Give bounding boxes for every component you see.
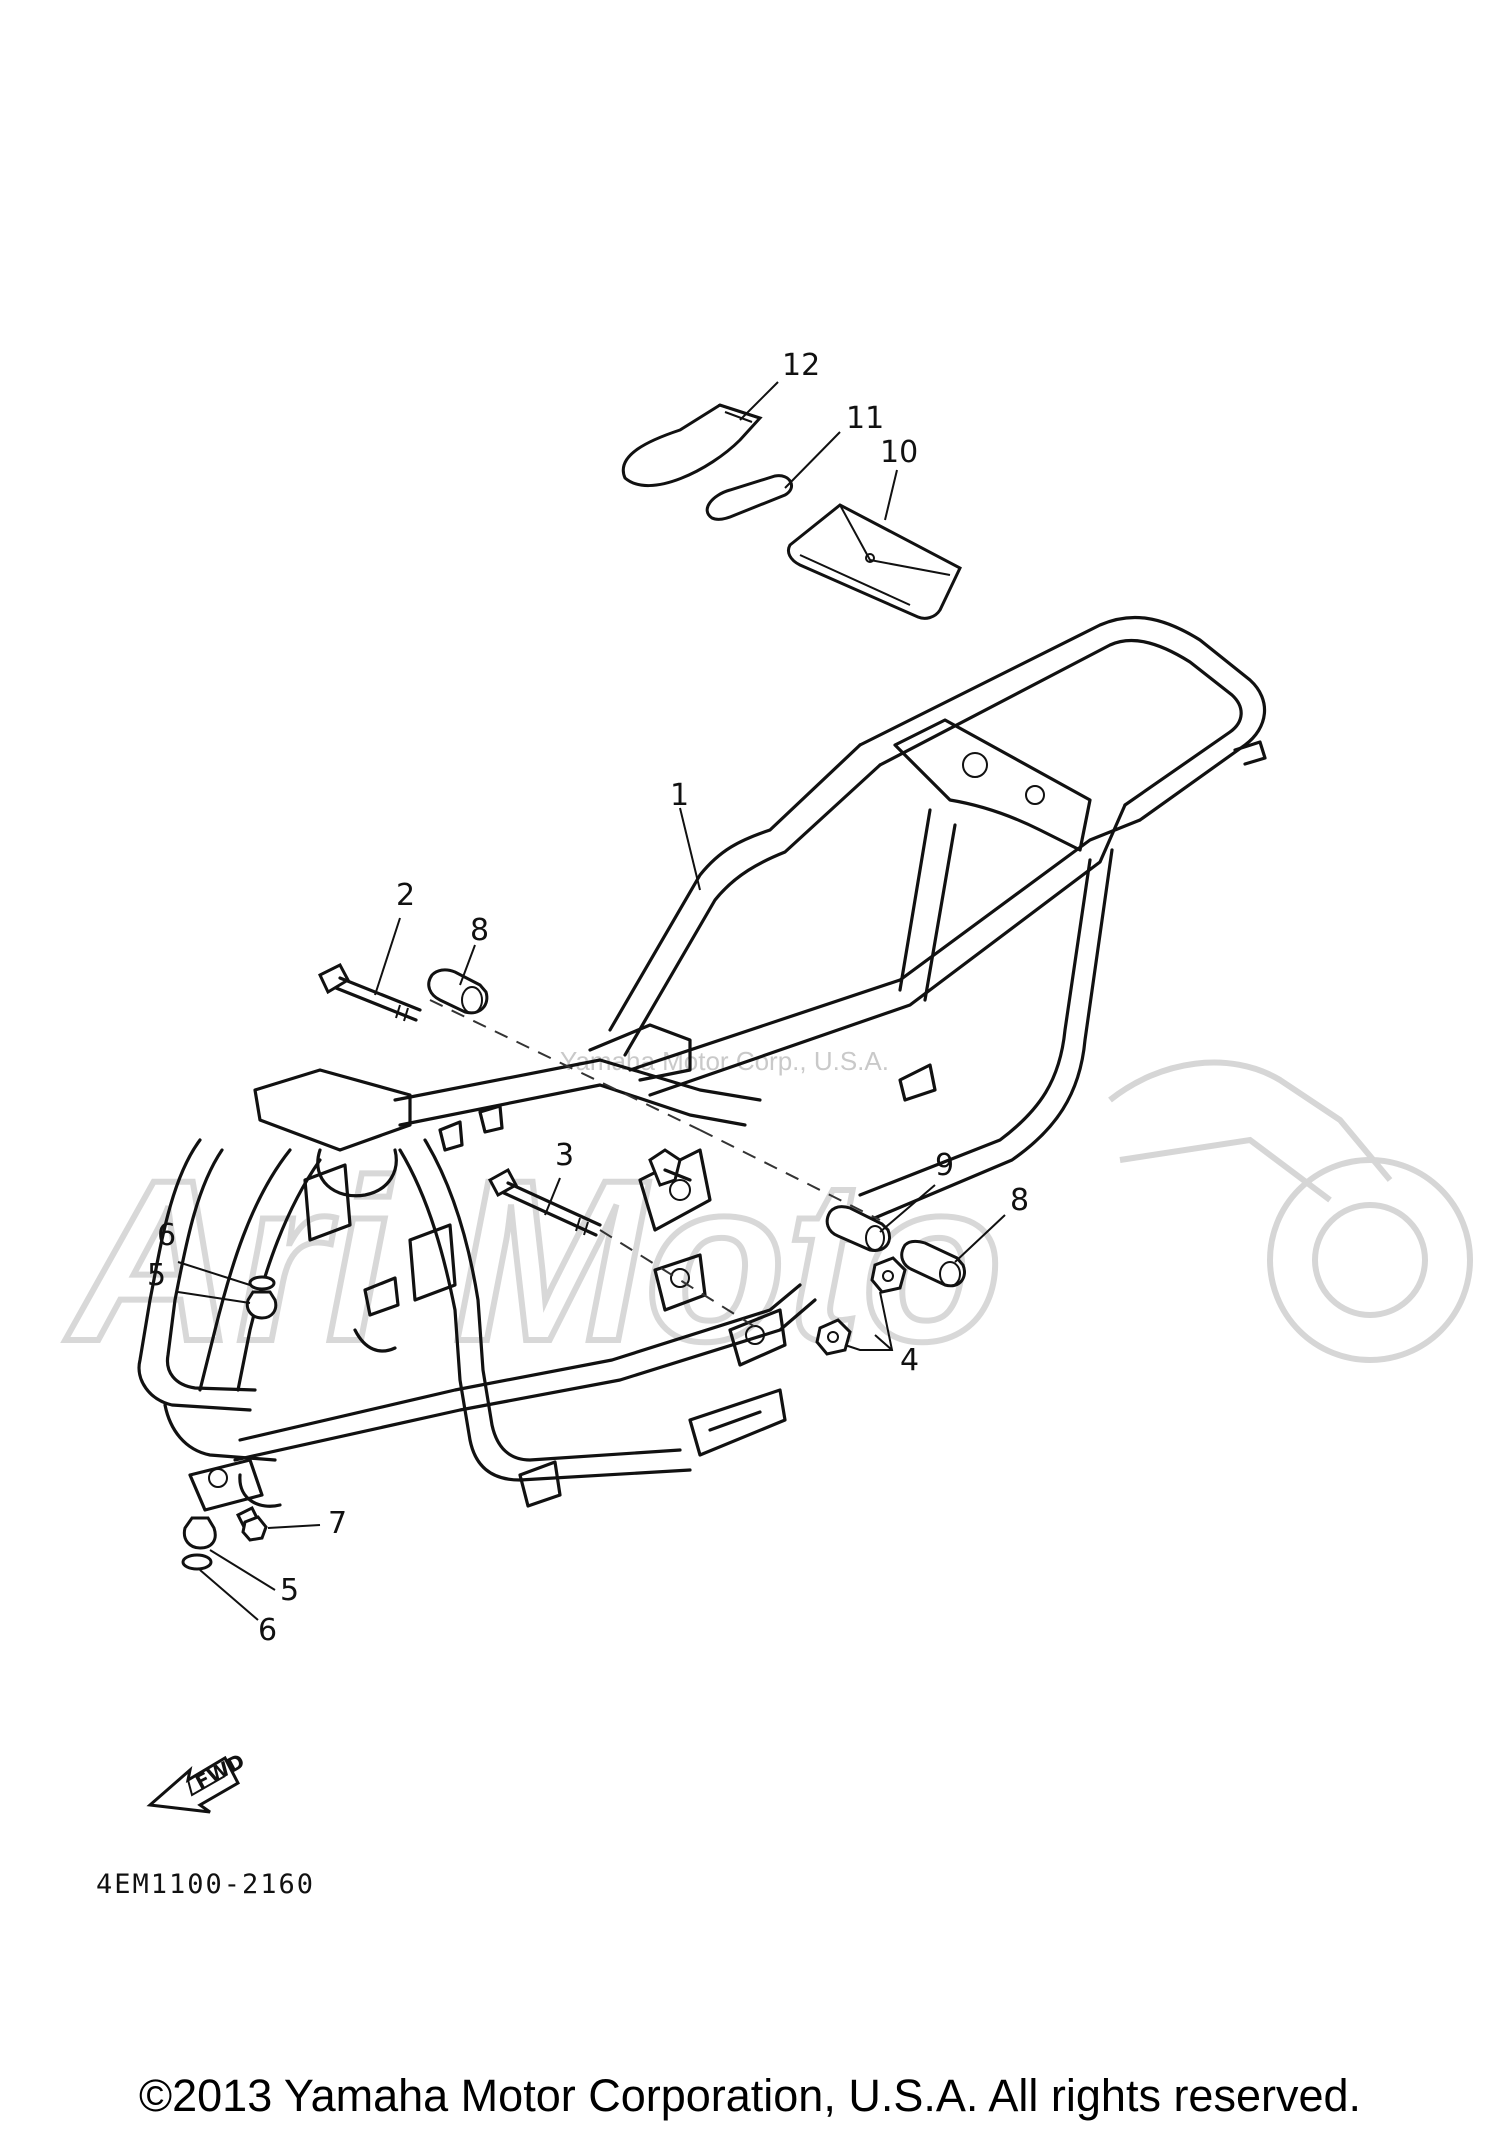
part-3-bolt: [487, 1167, 602, 1237]
callout-7: 7: [328, 1506, 347, 1541]
copyright-notice: ©2013 Yamaha Motor Corporation, U.S.A. A…: [138, 2070, 1362, 2121]
callout-6-lower: 6: [258, 1613, 277, 1648]
callout-4: 4: [900, 1343, 919, 1378]
callout-2: 2: [396, 878, 415, 913]
part-11-tube: [705, 474, 793, 521]
callout-5-lower: 5: [280, 1573, 299, 1608]
fwd-arrow: FWD: [146, 1749, 249, 1814]
part-10-tool-bag: [786, 503, 962, 620]
callout-5-upper: 5: [147, 1258, 166, 1293]
callout-8-upper: 8: [470, 913, 489, 948]
callout-1: 1: [670, 778, 689, 813]
main-frame: [137, 615, 1267, 1512]
callout-6-upper: 6: [157, 1218, 176, 1253]
callout-8-lower: 8: [1010, 1183, 1029, 1218]
watermark-brand: Ari Moto: [65, 1132, 1003, 1389]
part-8-collar-upper: [427, 968, 489, 1015]
callout-10: 10: [880, 435, 918, 470]
diagram-code: 4EM1100-2160: [96, 1869, 315, 1900]
callout-3: 3: [555, 1138, 574, 1173]
part-8-collar-lower: [900, 1239, 966, 1288]
callout-12: 12: [782, 348, 820, 383]
part-6-washer-upper: [248, 1275, 276, 1291]
watermark-text: Yamaha Motor Corp., U.S.A.: [560, 1046, 889, 1076]
part-4-nut-lower: [815, 1318, 852, 1356]
part-5-grommet-lower: [182, 1516, 217, 1550]
part-6-washer-lower: [181, 1553, 213, 1571]
watermark-logo: Ari Moto Yamaha Motor Corp., U.S.A.: [62, 1046, 1473, 1392]
stud-detail: [648, 1148, 692, 1187]
part-2-bolt: [318, 963, 422, 1022]
callout-9: 9: [935, 1148, 954, 1183]
callout-labels: 12 11 10 1 2 8 3 9 8 4 6 5 7 5 6: [147, 348, 1029, 1648]
part-12-strap: [621, 403, 763, 488]
part-7-bolt: [235, 1505, 268, 1542]
part-5-grommet-upper: [245, 1290, 278, 1320]
leader-lines: [177, 381, 1006, 1621]
part-9-collar: [825, 1205, 891, 1252]
part-4-nut-upper: [870, 1256, 907, 1294]
callout-11: 11: [846, 401, 884, 436]
